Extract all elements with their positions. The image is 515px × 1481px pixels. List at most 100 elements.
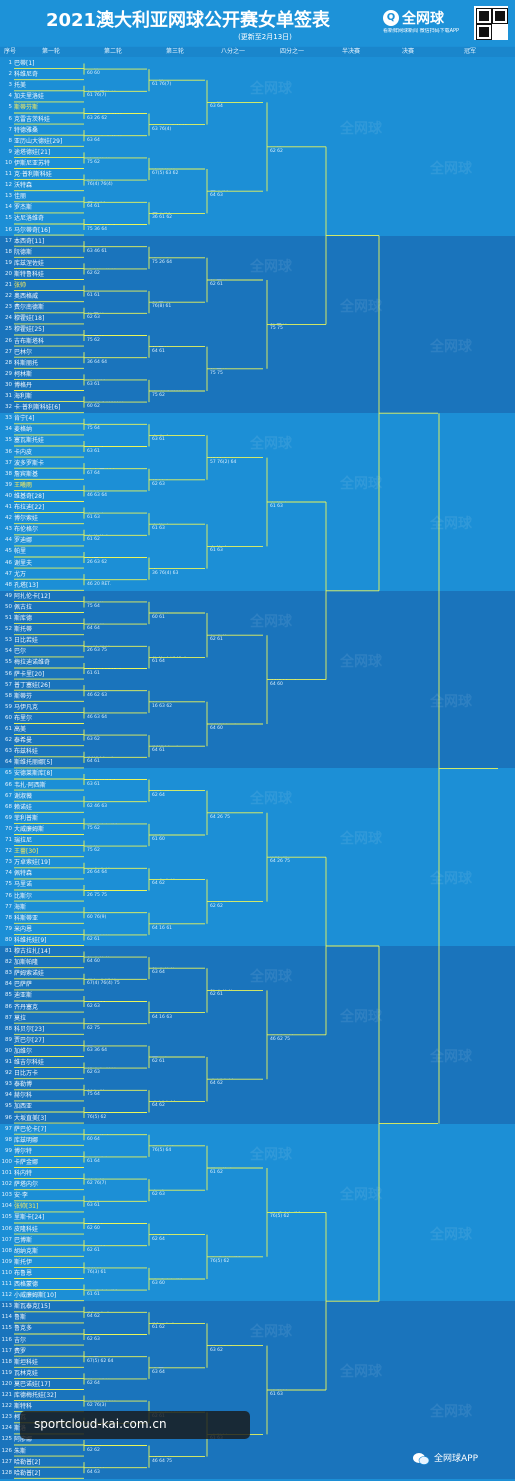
match-score: 61 62 (152, 1325, 165, 1331)
footer-badge: 全网球APP (412, 1451, 512, 1467)
match-score: 75 64 (87, 603, 100, 609)
match-score: 64 62 (210, 1081, 223, 1087)
match-score: 75 36 64 (87, 226, 108, 232)
match-score: 61 63 (270, 504, 283, 509)
player-name: 加维尔 (14, 1047, 33, 1055)
seed-number: 70 (5, 825, 12, 832)
seed-number: 90 (5, 1047, 12, 1054)
seed-number: 44 (5, 537, 12, 544)
brand-tagline: 看新鲜网球新闻 微信扫码下载APP (383, 28, 460, 34)
seed-number: 73 (5, 859, 12, 866)
seed-number: 43 (5, 526, 12, 533)
seed-number: 38 (5, 470, 12, 477)
match-score: 64 61 (152, 348, 165, 354)
match-score: 63 64 (210, 104, 223, 110)
r16-winner: 斯维托丽娜[5] (208, 714, 265, 724)
r3-winner: 亚历山大德娃[29] (150, 115, 207, 125)
r2-winner: 瑞拉尼 (85, 836, 149, 846)
player-name: 亚历山大德娃[29] (14, 137, 63, 145)
seed-number: 24 (5, 315, 12, 322)
match-score: 64 62 (152, 881, 165, 887)
r2-winner: 维吉尔科娃 (85, 1058, 149, 1068)
seed-number: 14 (5, 204, 12, 211)
match-score: 26 63 75 (87, 648, 108, 654)
seed-number: 53 (5, 637, 12, 644)
player-name: 布拉迪[22] (14, 504, 45, 511)
player-name: 罗迪娜 (14, 537, 33, 545)
player-name: 柯林斯 (14, 370, 33, 378)
match-score: 60 61 (152, 615, 165, 620)
seed-number: 20 (5, 270, 12, 277)
qr-code-icon[interactable] (474, 6, 508, 40)
player-name: 博尔索娃 (14, 515, 39, 523)
match-score: 62 64 (87, 1380, 100, 1386)
seed-number: 124 (1, 1425, 13, 1432)
player-name: 库德梅托娃[32] (14, 1392, 57, 1399)
player-name: 张帅[31] (14, 1203, 39, 1211)
seed-number: 106 (1, 1225, 13, 1232)
player-name: 日比若娃 (14, 637, 39, 645)
seed-number: 109 (1, 1258, 13, 1265)
watermark-logo: 全网球 (340, 476, 382, 493)
player-name: 克·普利斯科娃 (14, 171, 52, 178)
r3-winner: 科斯蒂亚 (150, 914, 207, 924)
match-score: 62 60 (87, 1225, 100, 1231)
seed-number: 87 (5, 1014, 12, 1021)
watermark-logo: 全网球 (250, 81, 292, 97)
column-header-4: 第三轮 (165, 48, 184, 55)
seed-number: 30 (5, 381, 12, 388)
player-name: 鲁斯 (14, 1314, 27, 1322)
seed-number: 74 (5, 870, 12, 877)
match-score: 61 61 (87, 670, 100, 676)
player-name: 穆霍娃[25] (14, 326, 45, 334)
player-name: 帕里 (14, 548, 27, 556)
r3-winner: 维基奇[28] (150, 470, 207, 480)
match-score: 76(8) 61 (152, 304, 172, 310)
seed-number: 77 (5, 903, 12, 910)
r2-winner: 布拉迪[22] (85, 503, 149, 513)
r2-winner: 尤万 (85, 570, 149, 580)
match-score: 46 63 64 (87, 714, 108, 720)
match-score: 62 61 (87, 1247, 100, 1253)
r2-winner: 库德梅托娃[32] (85, 1391, 149, 1401)
player-name: 皮隆科娃 (14, 1225, 39, 1233)
watermark-logo: 全网球 (430, 516, 472, 533)
seed-number: 7 (8, 126, 13, 133)
footer-app-name: 全网球APP (434, 1454, 479, 1464)
r16-winner: 穆古拉扎[14] (208, 980, 265, 990)
match-score: 26 75 75 (87, 892, 108, 898)
update-note: (更新至2月13日) (238, 33, 292, 41)
seed-number: 84 (5, 981, 12, 988)
seed-number: 110 (1, 1269, 13, 1276)
player-name: 库兹明娜 (14, 1136, 39, 1144)
bracket-draw: 全网球全网球全网球全网球全网球全网球全网球全网球全网球全网球全网球全网球全网球全… (0, 58, 515, 1481)
seed-number: 35 (5, 437, 12, 444)
r2-winner: 马里诺 (85, 881, 149, 891)
player-name: 里斯卡[24] (14, 1214, 45, 1222)
player-name: 布兹科娃 (14, 748, 39, 756)
seed-number: 69 (5, 814, 12, 821)
player-name: 安·李 (14, 1192, 28, 1200)
seed-number: 54 (5, 648, 12, 655)
player-name: 加西亚 (14, 1103, 33, 1111)
match-score: 57 76(2) 64 (210, 459, 237, 465)
r2-winner: 加夫里洛娃 (85, 81, 149, 91)
match-score: 62 64 (152, 1236, 165, 1242)
seed-number: 120 (1, 1380, 13, 1387)
